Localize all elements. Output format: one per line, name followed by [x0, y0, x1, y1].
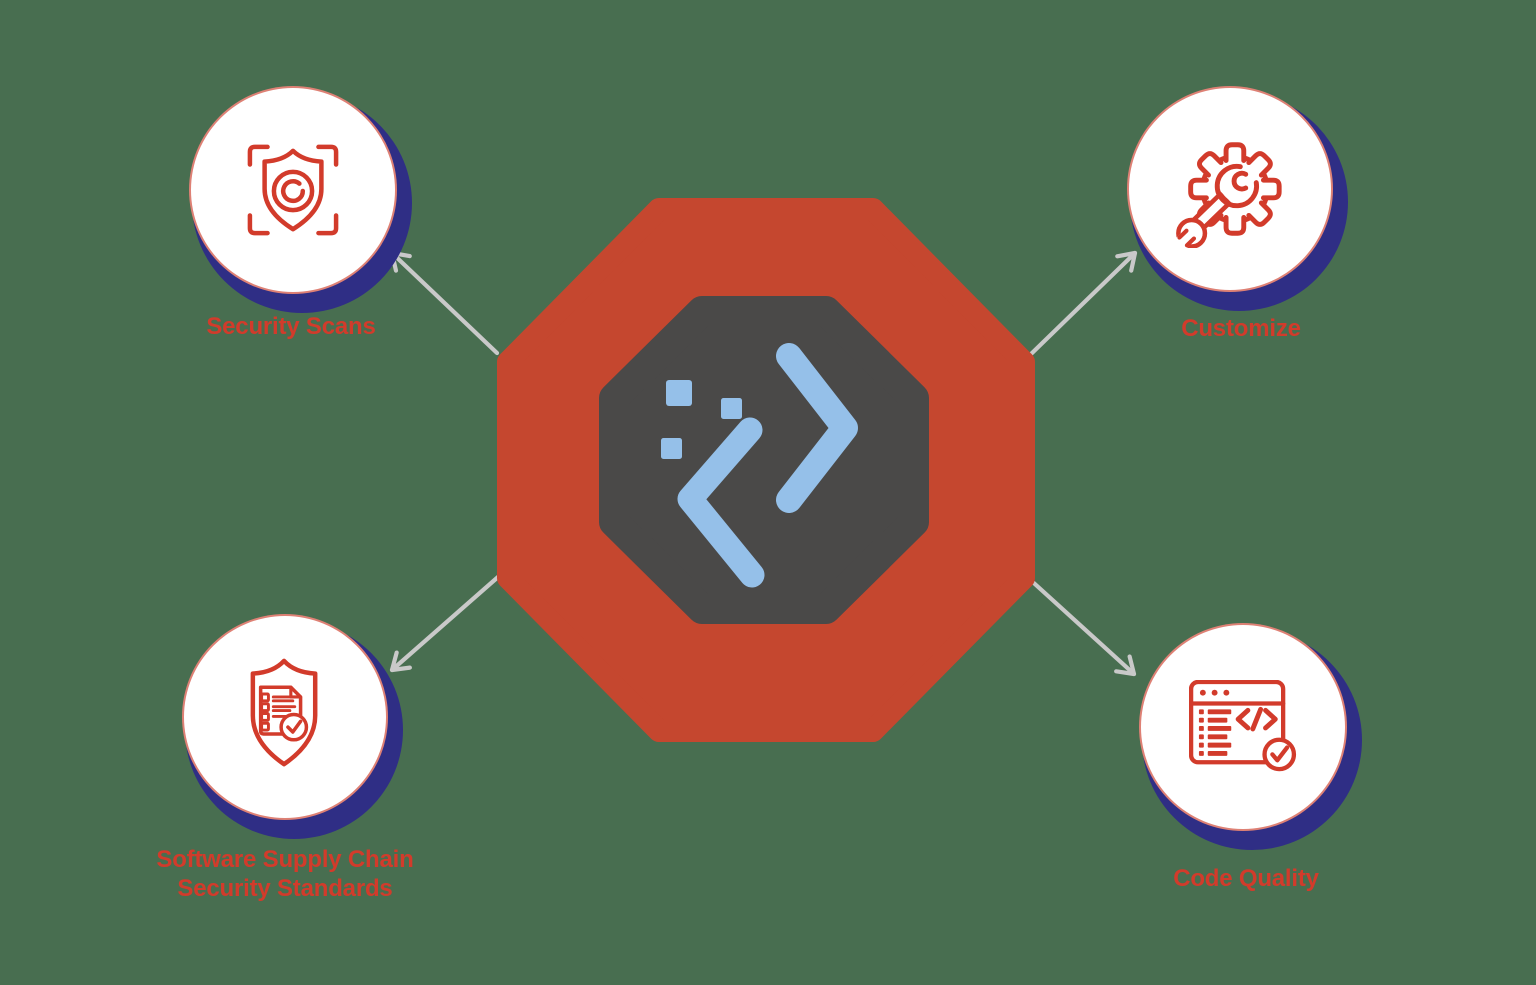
- pixel-square-small-2: [661, 438, 682, 459]
- arrow-to-code-quality: [1022, 572, 1137, 677]
- node-circle-security-scans: [189, 86, 397, 294]
- arrow-to-security-scans: [389, 250, 500, 356]
- wrench: [1173, 163, 1260, 248]
- shield-scan-icon: [247, 144, 339, 236]
- code-glyph: [1235, 706, 1278, 732]
- pixel-square-large: [666, 380, 692, 406]
- arrow-to-supply-chain: [389, 574, 501, 673]
- center-logo: [497, 198, 1035, 742]
- node-circle-code-quality: [1139, 623, 1347, 831]
- pixel-square-small-1: [721, 398, 742, 419]
- node-label-supply-chain: Software Supply Chain Security Standards: [156, 846, 414, 902]
- node-circle-customize: [1127, 86, 1333, 292]
- node-circle-supply-chain: [182, 614, 388, 820]
- code-chevrons-glyph: [661, 343, 858, 588]
- gear-wrench-icon: [1173, 142, 1282, 248]
- dark-octagon: [599, 296, 929, 624]
- node-label-customize: Customize: [1181, 315, 1301, 342]
- code-window-check-icon: [1189, 680, 1297, 772]
- node-label-security-scans: Security Scans: [206, 313, 376, 340]
- shield-checklist-icon: [250, 658, 318, 766]
- arrow-to-customize: [1027, 250, 1138, 358]
- node-label-code-quality: Code Quality: [1173, 865, 1319, 892]
